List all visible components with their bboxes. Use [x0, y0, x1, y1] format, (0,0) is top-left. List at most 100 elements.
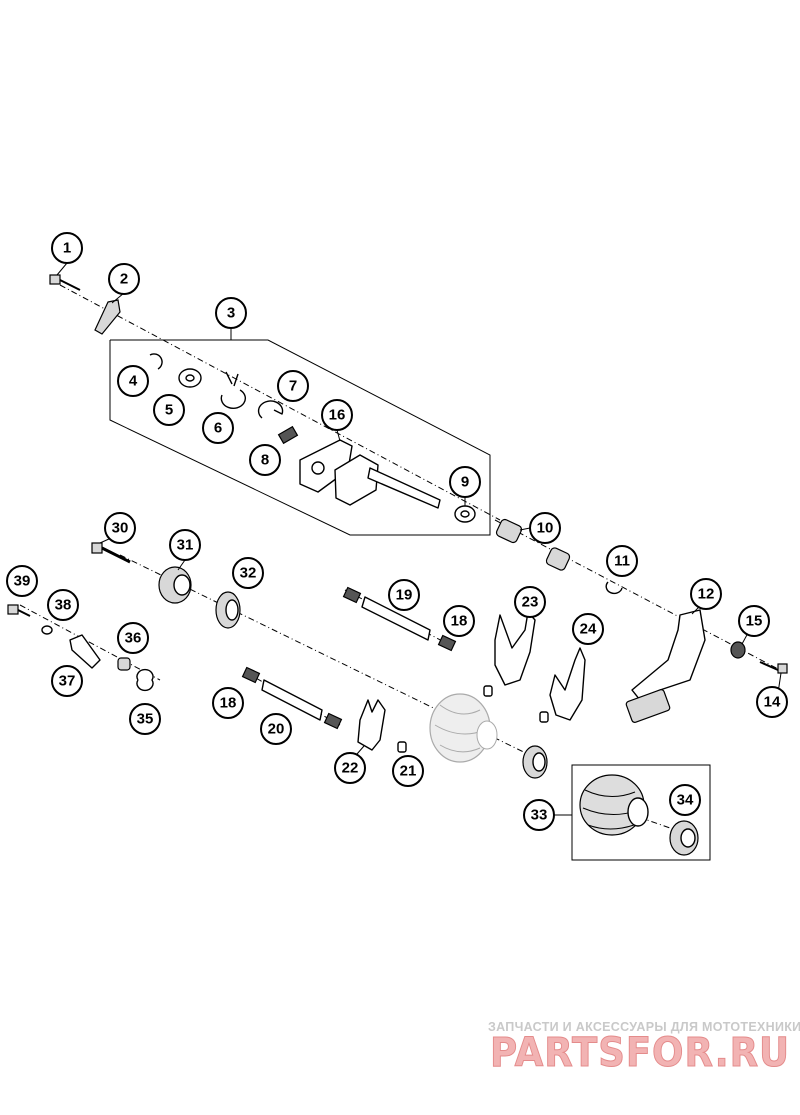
svg-text:12: 12	[698, 586, 715, 603]
svg-text:30: 30	[112, 520, 129, 537]
lever-part-2	[94, 299, 121, 335]
watermark-brand-logo: PARTSFOR.RU	[490, 1030, 790, 1076]
svg-text:20: 20	[268, 721, 285, 738]
circlip-part-11	[605, 581, 623, 595]
leader-lines	[56, 262, 782, 816]
pin-part-21	[397, 741, 407, 753]
callout-14: 14	[756, 686, 788, 718]
svg-text:23: 23	[522, 594, 539, 611]
callout-1: 1	[51, 232, 83, 264]
callout-31: 31	[169, 529, 201, 561]
callout-6: 6	[202, 412, 234, 444]
svg-text:18: 18	[220, 695, 237, 712]
svg-text:11: 11	[614, 553, 630, 570]
callout-38: 38	[47, 589, 79, 621]
svg-text:36: 36	[125, 630, 142, 647]
svg-text:8: 8	[261, 452, 269, 469]
callout-21: 21	[392, 755, 424, 787]
bolt-part-39	[7, 604, 31, 617]
callout-3: 3	[215, 297, 247, 329]
svg-text:7: 7	[289, 378, 297, 395]
svg-text:35: 35	[137, 711, 154, 728]
svg-text:2: 2	[120, 271, 128, 288]
svg-text:6: 6	[214, 420, 222, 437]
guide-rod-part-20	[241, 666, 343, 730]
callout-24: 24	[572, 613, 604, 645]
callout-22: 22	[334, 752, 366, 784]
callout-34: 34	[669, 784, 701, 816]
callout-16: 16	[321, 399, 353, 431]
callout-10: 10	[529, 512, 561, 544]
svg-text:22: 22	[342, 760, 359, 777]
callout-7: 7	[277, 370, 309, 402]
washer-part-38	[41, 625, 53, 635]
callout-35: 35	[129, 703, 161, 735]
svg-text:5: 5	[165, 402, 173, 419]
guide-rod-part-19	[342, 586, 457, 652]
washer-part-5	[178, 368, 202, 388]
svg-text:21: 21	[400, 763, 417, 780]
svg-text:38: 38	[55, 597, 72, 614]
callout-19: 19	[388, 579, 420, 611]
bearing-part-34	[669, 820, 699, 856]
svg-text:39: 39	[14, 573, 31, 590]
svg-text:4: 4	[129, 373, 138, 390]
shift-lever-part-12	[625, 609, 706, 723]
svg-text:16: 16	[329, 407, 346, 424]
callout-20: 20	[260, 713, 292, 745]
watermark: ЗАПЧАСТИ И АКСЕССУАРЫ ДЛЯ МОТОТЕХНИКИ PA…	[488, 1020, 800, 1077]
svg-text:3: 3	[227, 305, 235, 322]
callout-18-lower: 18	[212, 687, 244, 719]
spring-part-6	[220, 371, 247, 410]
shift-fork-part-23	[494, 611, 536, 686]
callout-36: 36	[117, 622, 149, 654]
callout-12: 12	[690, 578, 722, 610]
circlip-part-4	[149, 353, 163, 370]
nut-part-15	[730, 641, 746, 659]
bushing-part-10	[495, 518, 571, 571]
svg-text:33: 33	[531, 807, 548, 824]
shift-drum-segment-part-31	[158, 566, 192, 604]
svg-text:14: 14	[764, 694, 781, 711]
callout-39: 39	[6, 565, 38, 597]
svg-text:9: 9	[461, 474, 469, 491]
svg-text:10: 10	[537, 520, 554, 537]
roller-part-36	[117, 657, 131, 671]
svg-text:34: 34	[677, 792, 694, 809]
spring-part-8	[277, 425, 299, 445]
bolt-part-1	[49, 274, 81, 291]
callout-37: 37	[51, 665, 83, 697]
svg-text:19: 19	[396, 587, 413, 604]
locking-lever-part-37	[69, 634, 101, 669]
shift-drum-part-33	[579, 774, 649, 836]
callout-8: 8	[249, 444, 281, 476]
callout-4: 4	[117, 365, 149, 397]
callout-9: 9	[449, 466, 481, 498]
assembly-box-3	[109, 339, 491, 536]
drum-bearing	[522, 745, 548, 779]
callout-2: 2	[108, 263, 140, 295]
bolt-part-30	[91, 542, 131, 564]
shift-drum	[429, 693, 498, 763]
shift-shaft-part-16	[299, 439, 441, 509]
svg-text:31: 31	[177, 537, 194, 554]
watermark-tagline: ЗАПЧАСТИ И АКСЕССУАРЫ ДЛЯ МОТОТЕХНИКИ	[488, 1020, 800, 1034]
assembly-box-33	[571, 764, 711, 861]
washer-part-9	[454, 505, 476, 523]
callout-23: 23	[514, 586, 546, 618]
shift-fork-part-22	[357, 699, 386, 751]
callout-32: 32	[232, 557, 264, 589]
svg-text:18: 18	[451, 613, 468, 630]
pin-fork-23	[483, 685, 493, 697]
shift-fork-part-24	[549, 647, 586, 721]
svg-text:32: 32	[240, 565, 257, 582]
svg-text:24: 24	[580, 621, 597, 638]
callout-30: 30	[104, 512, 136, 544]
svg-text:1: 1	[63, 240, 71, 257]
callout-5: 5	[153, 394, 185, 426]
pin-fork-24	[539, 711, 549, 723]
svg-text:15: 15	[746, 613, 763, 630]
bearing-part-32	[215, 591, 241, 629]
callout-11: 11	[606, 545, 638, 577]
